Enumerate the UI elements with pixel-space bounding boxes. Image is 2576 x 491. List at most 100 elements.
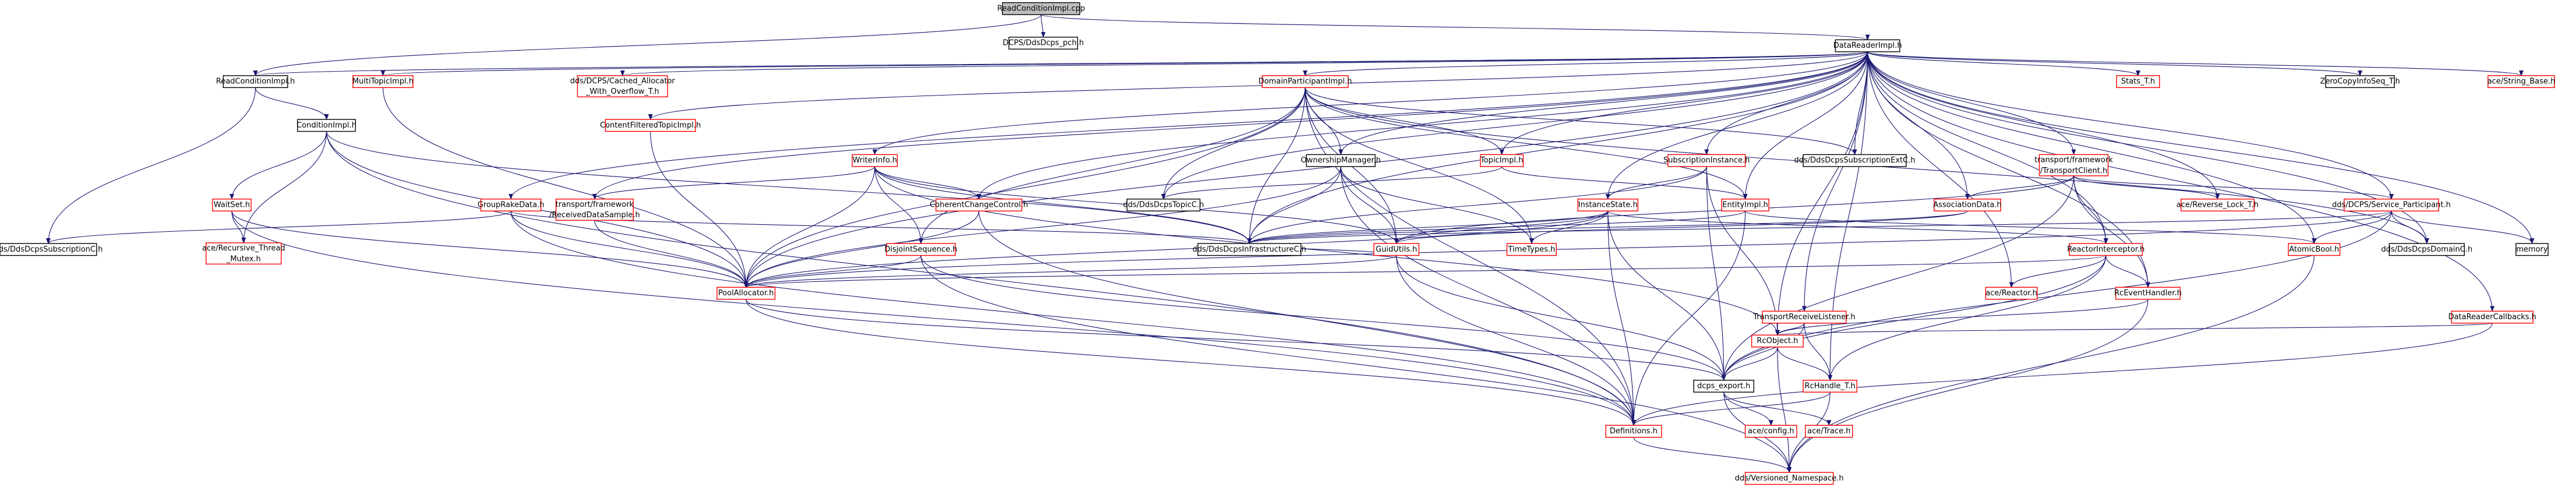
node-label-om: OwnershipManager.h (1301, 156, 1380, 165)
edge-sp-to-mem (2391, 211, 2535, 245)
edge-grd-to-pa (510, 211, 748, 288)
node-stats[interactable]: Stats_T.h (2116, 75, 2160, 89)
node-box-dcpsh (1008, 37, 1078, 50)
node-ds[interactable]: DisjointSequence.h (885, 243, 957, 256)
node-ab[interactable]: AtomicBool.h (2288, 243, 2341, 256)
node-rco[interactable]: RcObject.h (1751, 334, 1804, 348)
node-label-line: _Mutex.h (226, 255, 261, 263)
node-box-dsc (0, 243, 97, 256)
node-box-winfo (851, 154, 898, 167)
node-mti[interactable]: MultiTopicImpl.h (352, 75, 414, 89)
node-dri[interactable]: DataReaderImpl.h (1833, 39, 1902, 52)
edge-ci-to-ddic (326, 131, 1252, 245)
node-dexp[interactable]: dcps_export.h (1693, 380, 1755, 393)
node-box-areact (1985, 287, 2038, 300)
node-ddd[interactable]: dds/DdsDcpsDomainC.h (2381, 243, 2472, 256)
node-vns[interactable]: dds/Versioned_Namespace.h (1735, 472, 1844, 485)
edge-is-to-dexp (1607, 211, 1726, 381)
node-cfti[interactable]: ContentFilteredTopicImpl.h (600, 119, 701, 132)
node-arl[interactable]: ace/Reverse_Lock_T.h (2176, 199, 2259, 211)
node-dpi[interactable]: DomainParticipantImpl.h (1259, 75, 1352, 89)
node-box-ei (1721, 199, 1769, 211)
node-sbase[interactable]: ace/String_Base.h (2487, 75, 2556, 89)
node-winfo[interactable]: WriterInfo.h (851, 154, 898, 167)
node-trl[interactable]: TransportReceiveListener.h (1752, 310, 1856, 324)
edge-rco-to-dexp (1721, 347, 1778, 381)
edge-dpi-to-ddic (1247, 87, 1306, 245)
edge-trl-to-dexp (1721, 323, 1805, 381)
node-dsecxc[interactable]: dds/DdsDcpsSubscriptionExtC.h (1794, 154, 1916, 167)
edge-ccc-to-pa (743, 211, 980, 288)
edge-dri-to-rco (1775, 51, 1868, 336)
node-zcis[interactable]: ZeroCopyInfoSeq_T.h (2320, 75, 2400, 89)
edge-dpi-to-tt (1305, 87, 1534, 245)
node-label-ci: ConditionImpl.h (296, 121, 356, 130)
node-label-root: ReadConditionImpl.cpp (997, 4, 1085, 13)
edge-grd-to-defs (510, 211, 1636, 426)
node-dcpsh[interactable]: DCPS/DdsDcps_pch.h (1003, 37, 1084, 50)
node-ti[interactable]: TopicImpl.h (1480, 154, 1524, 167)
node-box-acfg (1744, 425, 1797, 438)
node-artm[interactable]: ace/Recursive_Thread_Mutex.h (202, 242, 285, 265)
node-box-drc (2451, 310, 2533, 324)
node-label-rco: RcObject.h (1757, 337, 1798, 345)
node-ws[interactable]: WaitSet.h (212, 199, 252, 211)
node-label-ab: AtomicBool.h (2289, 245, 2339, 254)
node-caw[interactable]: dds/DCPS/Cached_Allocator_With_Overflow_… (570, 75, 676, 98)
node-rch[interactable]: RcHandle_T.h (1803, 380, 1857, 393)
node-acfg[interactable]: ace/config.h (1744, 425, 1797, 438)
node-label-arl: ace/Reverse_Lock_T.h (2176, 201, 2259, 210)
edge-dri-to-winfo (872, 51, 1868, 156)
edge-reh-to-rco (1775, 299, 2149, 336)
node-reh[interactable]: RcEventHandler.h (2114, 287, 2182, 300)
node-defs[interactable]: Definitions.h (1605, 425, 1662, 438)
edge-root-to-rci (253, 14, 1042, 76)
edge-mti-to-pa (383, 87, 748, 288)
node-trds[interactable]: transport/framework/ReceivedDataSample.h (549, 199, 640, 221)
node-atrace[interactable]: ace/Trace.h (1805, 425, 1853, 438)
node-label-trds: transport/framework/ReceivedDataSample.h (549, 200, 640, 219)
node-mem[interactable]: memory (2515, 243, 2549, 256)
node-dtc[interactable]: dds/DdsDcpsTopicC.h (1123, 199, 1204, 211)
node-box-ci (297, 119, 356, 132)
edge-trds-to-pa (594, 220, 748, 288)
node-ddic[interactable]: dds/DdsDcpsInfrastructureC.h (1193, 243, 1306, 256)
node-box-artm (206, 242, 282, 265)
node-label-line: dds/DCPS/Cached_Allocator (570, 76, 676, 85)
edge-ab-to-vns (1787, 255, 2314, 474)
node-label-si: SubscriptionInstance.h (1663, 156, 1750, 165)
edge-winfo-to-rco (874, 166, 1780, 336)
edge-dri-to-reh (1867, 51, 2151, 288)
node-om[interactable]: OwnershipManager.h (1301, 154, 1381, 167)
node-rci[interactable]: ReadConditionImpl.h (216, 75, 295, 89)
node-tt[interactable]: TimeTypes.h (1506, 243, 1557, 256)
node-grd[interactable]: GroupRakeData.h (478, 199, 545, 211)
node-box-ds (886, 243, 956, 256)
node-label-drc: DataReaderCallbacks.h (2448, 313, 2536, 322)
edge-dri-to-drc (1867, 51, 2495, 312)
node-gu[interactable]: GuidUtils.h (1373, 243, 1420, 256)
node-label-vns: dds/Versioned_Namespace.h (1735, 474, 1844, 483)
node-ad[interactable]: AssociationData.h (1933, 199, 2002, 211)
node-ci[interactable]: ConditionImpl.h (296, 119, 356, 132)
node-ei[interactable]: EntityImpl.h (1721, 199, 1769, 211)
node-label-dcpsh: DCPS/DdsDcps_pch.h (1003, 39, 1084, 48)
node-si[interactable]: SubscriptionInstance.h (1663, 154, 1750, 167)
node-drc[interactable]: DataReaderCallbacks.h (2448, 310, 2536, 324)
node-dsc[interactable]: dds/DdsDcpsSubscriptionC.h (0, 243, 103, 256)
node-label-line: transport/framework (2034, 156, 2113, 164)
node-is[interactable]: InstanceState.h (1577, 199, 1638, 211)
node-ri[interactable]: ReactorInterceptor.h (2067, 243, 2144, 256)
node-pa[interactable]: PoolAllocator.h (716, 287, 776, 300)
node-ttc[interactable]: transport/framework/TransportClient.h (2034, 154, 2113, 176)
node-label-reh: RcEventHandler.h (2114, 289, 2182, 298)
node-label-ei: EntityImpl.h (1722, 201, 1768, 210)
node-box-sp (2344, 199, 2439, 211)
node-sp[interactable]: dds/DCPS/Service_Participant.h (2332, 199, 2451, 211)
node-ccc[interactable]: CoherentChangeControl.h (930, 199, 1028, 211)
node-label-trl: TransportReceiveListener.h (1752, 313, 1855, 322)
node-label-artm: ace/Recursive_Thread_Mutex.h (202, 244, 285, 263)
node-areact[interactable]: ace/Reactor.h (1985, 287, 2038, 300)
edge-om-to-ddic (1247, 166, 1341, 245)
